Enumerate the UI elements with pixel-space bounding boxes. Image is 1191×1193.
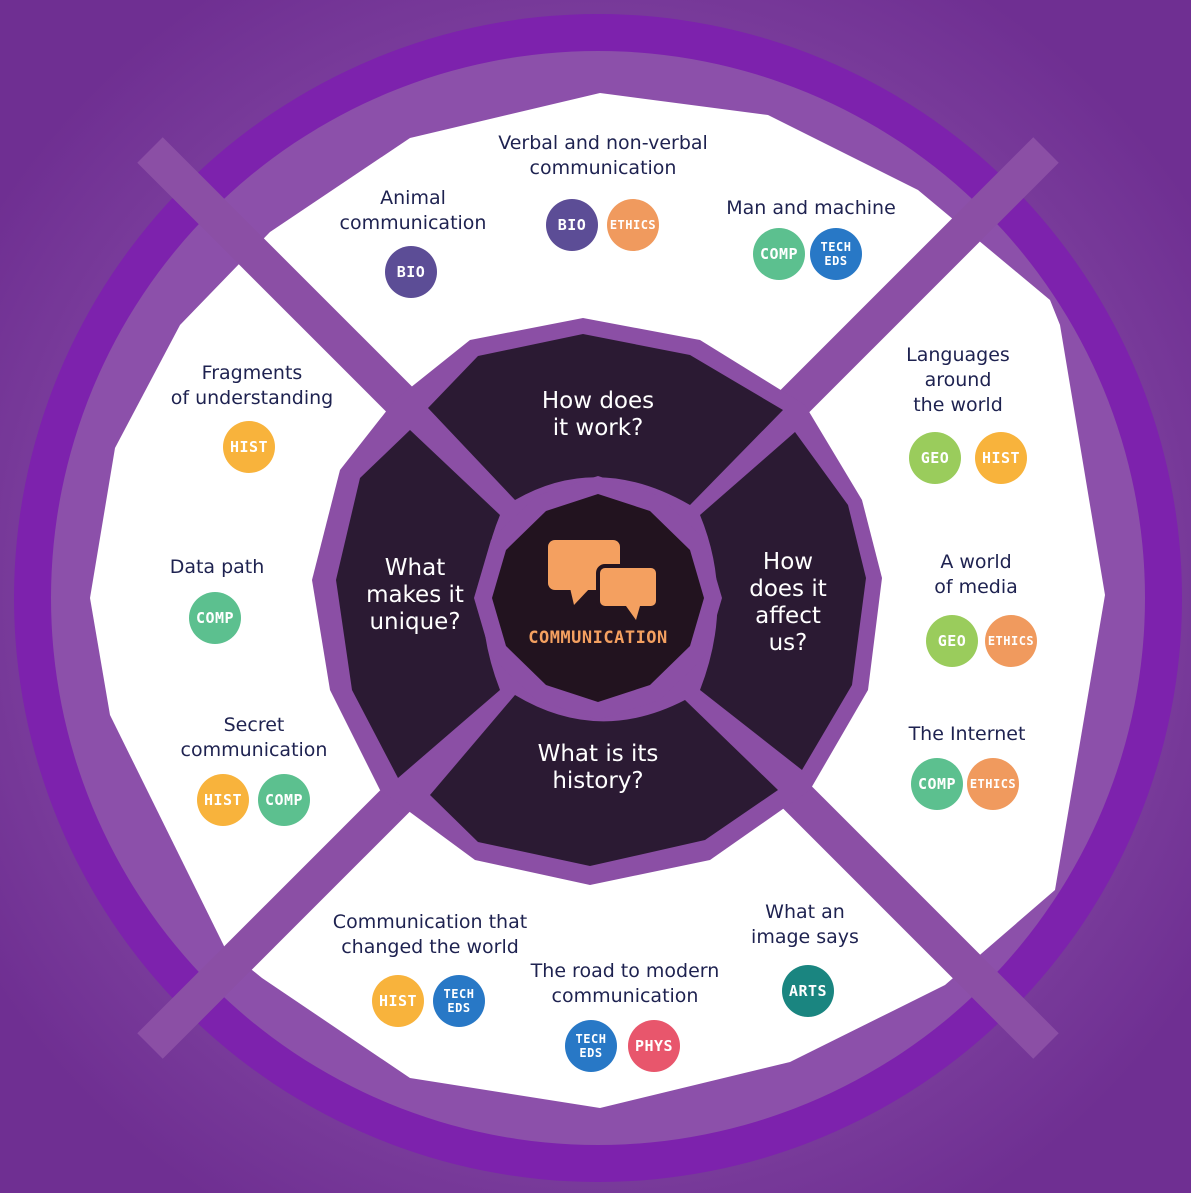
subject-badge-phys: PHYS <box>628 1020 680 1072</box>
subject-badge-hist: HIST <box>372 975 424 1027</box>
subject-badge-hist: HIST <box>197 774 249 826</box>
speech-bubbles-icon <box>548 540 660 620</box>
subject-badge-hist: HIST <box>975 432 1027 484</box>
subject-badge-arts: ARTS <box>782 965 834 1017</box>
subject-badge-comp: COMP <box>258 774 310 826</box>
topic-label: Languages around the world <box>906 344 1010 416</box>
question-top: How does it work? <box>541 388 655 441</box>
sector-top <box>428 334 783 505</box>
subject-badge-ethics: ETHICS <box>967 758 1019 810</box>
topic-label: The Internet <box>908 723 1026 745</box>
subject-badge-comp: COMP <box>189 592 241 644</box>
topic-label: Communication that changed the world <box>332 911 528 958</box>
topic-label: Secret communication <box>180 714 328 761</box>
sector-left <box>336 430 500 778</box>
topic-label: Data path <box>169 556 265 578</box>
topic-label: Verbal and non-verbal communication <box>498 132 708 179</box>
topic-label: Man and machine <box>726 197 896 219</box>
question-left: What makes it unique? <box>366 555 464 635</box>
subject-badge-tech-eds: TECH EDS <box>433 975 485 1027</box>
separator-ne <box>763 137 1059 433</box>
subject-badge-comp: COMP <box>753 228 805 280</box>
separator-nw <box>137 137 433 433</box>
topic-label: The road to modern communication <box>530 960 720 1007</box>
separator-se <box>763 763 1059 1059</box>
subject-badge-ethics: ETHICS <box>985 615 1037 667</box>
subject-badge-bio: BIO <box>546 199 598 251</box>
topic-label: Fragments of understanding <box>170 362 334 409</box>
subject-badge-tech-eds: TECH EDS <box>565 1020 617 1072</box>
subject-badge-geo: GEO <box>926 615 978 667</box>
sector-bottom <box>430 695 778 866</box>
topic-label: A world of media <box>934 551 1018 598</box>
subject-badge-bio: BIO <box>385 246 437 298</box>
center-title: COMMUNICATION <box>528 628 668 648</box>
sector-right <box>700 432 866 770</box>
topic-label: What an image says <box>751 901 859 948</box>
subject-badge-tech-eds: TECH EDS <box>810 228 862 280</box>
subject-badge-geo: GEO <box>909 432 961 484</box>
separator-sw <box>137 763 433 1059</box>
subject-badge-comp: COMP <box>911 758 963 810</box>
question-right: How does it affect us? <box>749 549 827 656</box>
subject-badge-hist: HIST <box>223 421 275 473</box>
topic-label: Animal communication <box>339 187 487 234</box>
question-bottom: What is its history? <box>537 741 659 794</box>
subject-badge-ethics: ETHICS <box>607 199 659 251</box>
